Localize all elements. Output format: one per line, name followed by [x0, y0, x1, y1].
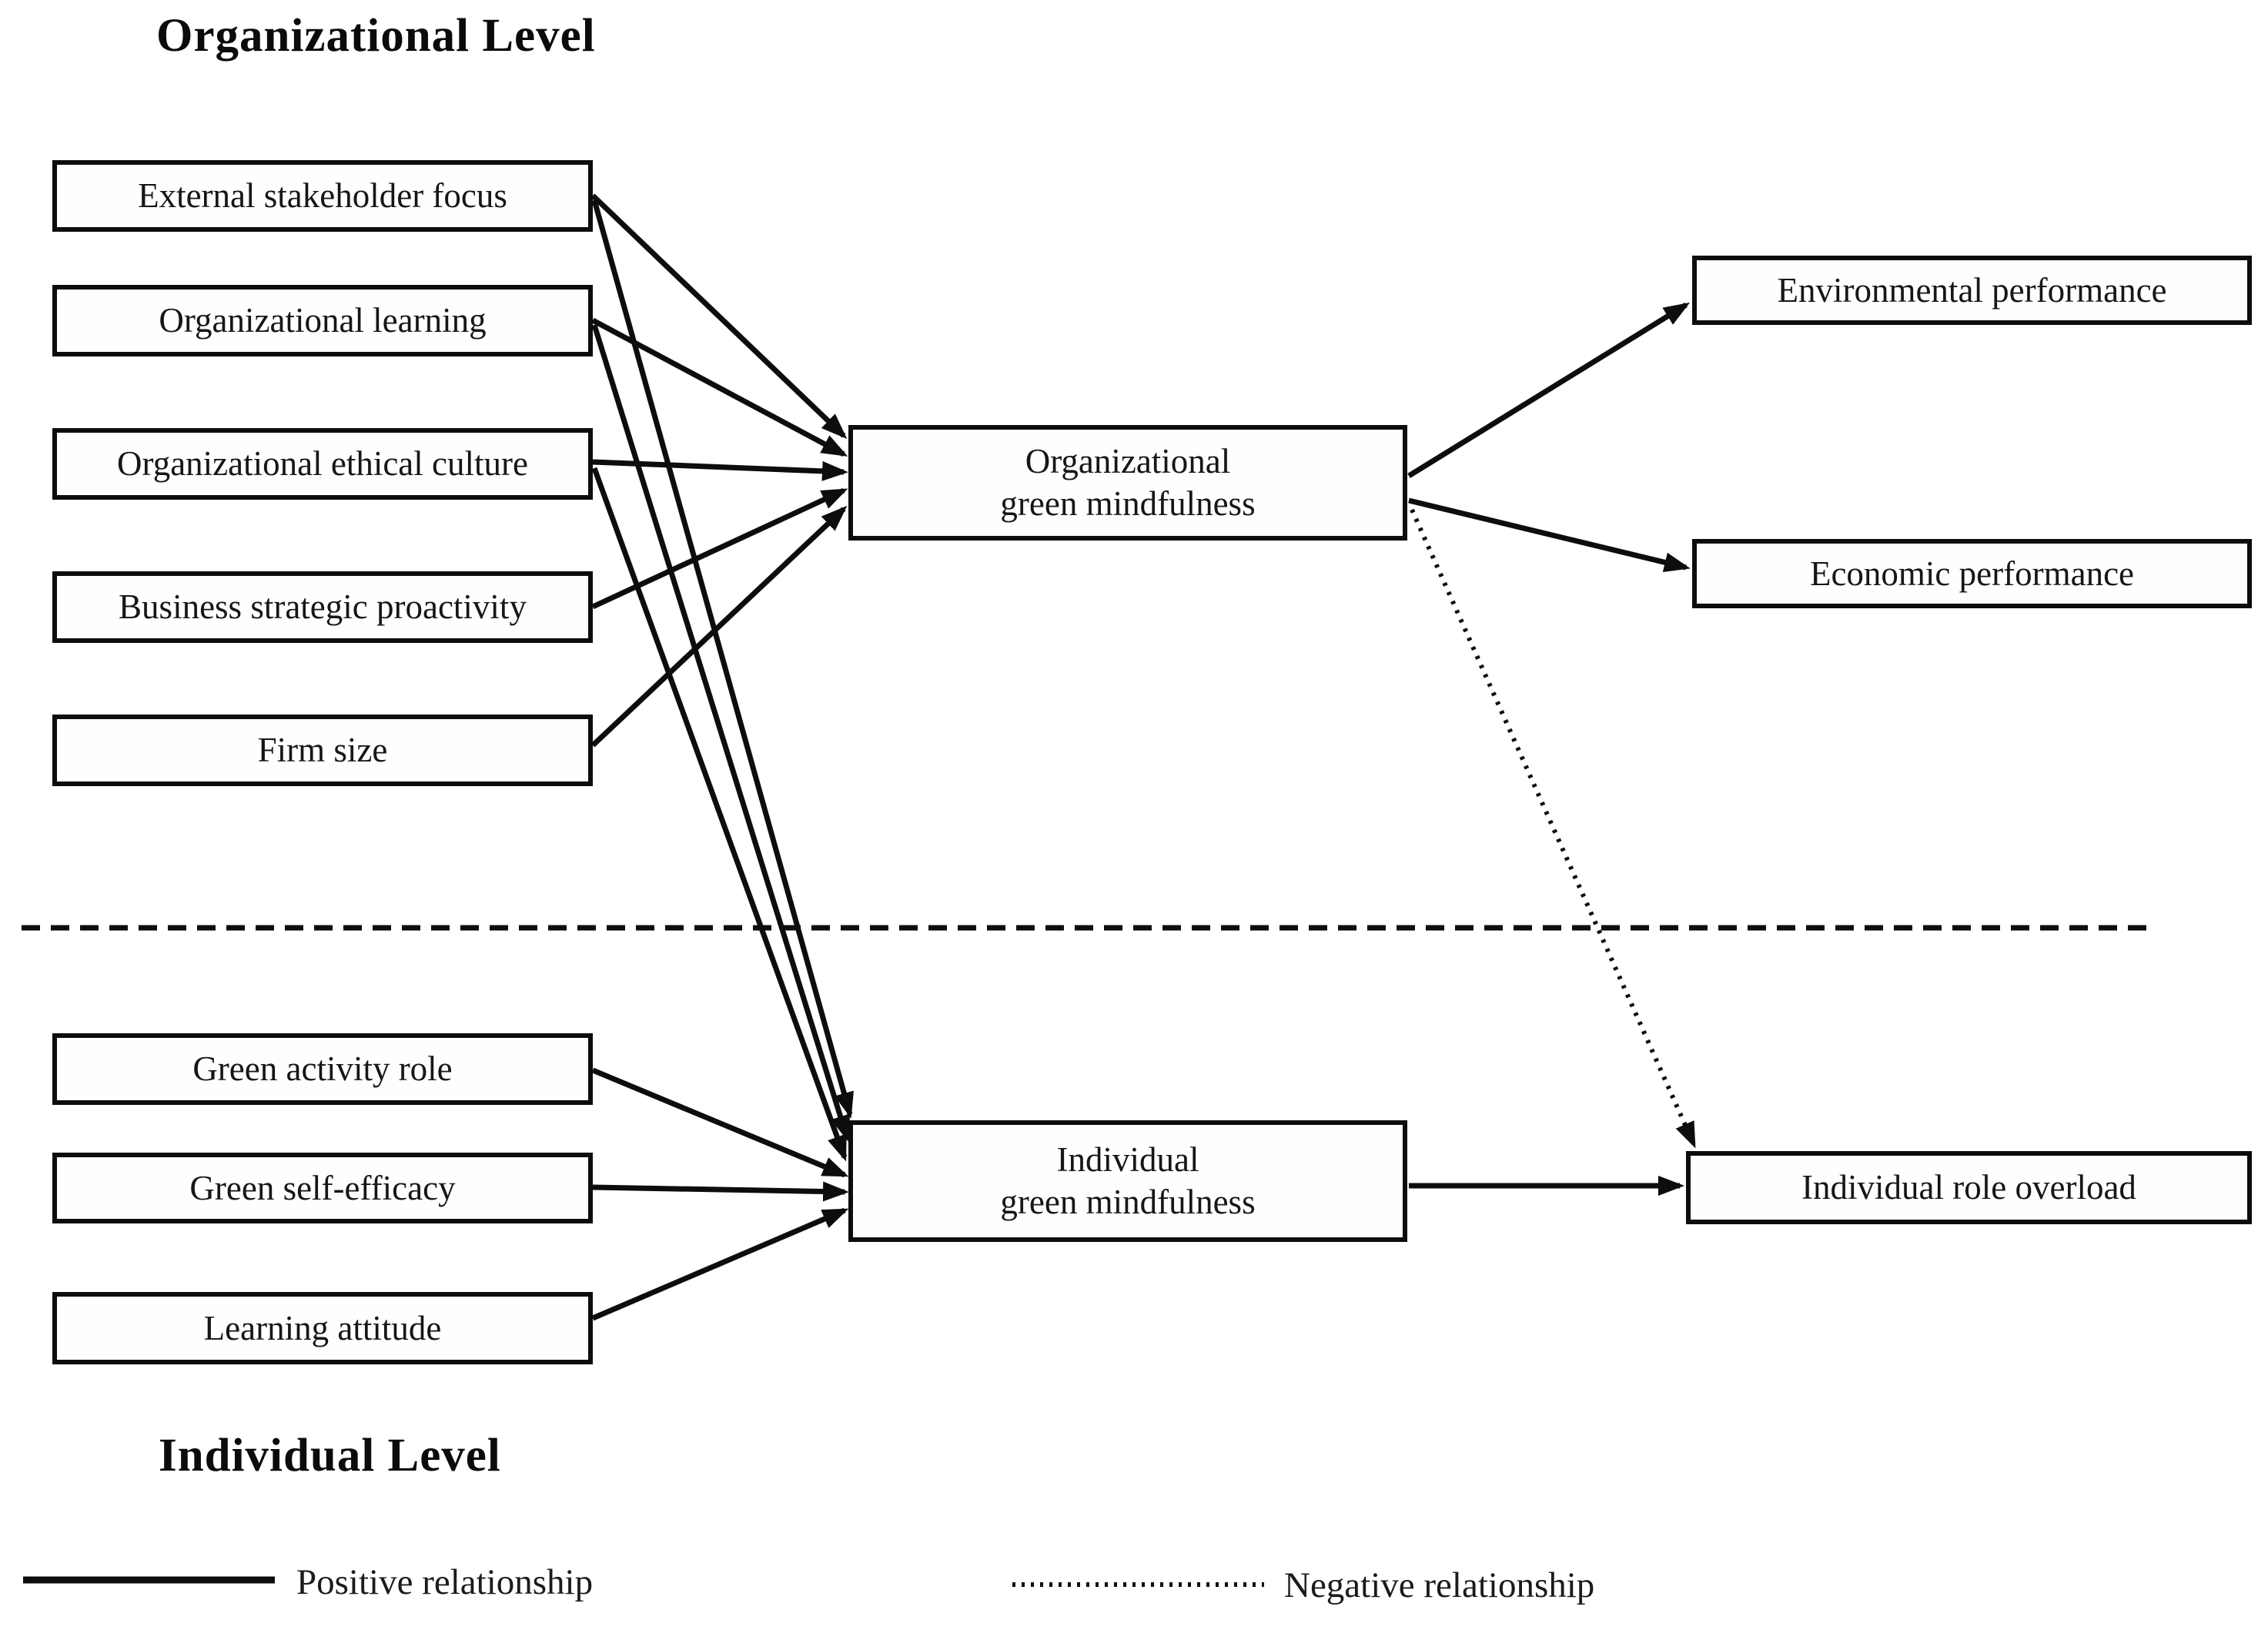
- individual-level-title: Individual Level: [159, 1430, 501, 1481]
- edge-positive-ogm-to-eco: [1408, 497, 1691, 573]
- node-environmental-performance: Environmental performance: [1692, 256, 2252, 325]
- edge-positive-esf-to-ogm: [590, 193, 848, 440]
- legend-positive-label: Positive relationship: [296, 1562, 594, 1602]
- node-learning-attitude: Learning attitude: [52, 1292, 593, 1364]
- edge-positive-gar-to-igm: [591, 1067, 849, 1178]
- node-organizational-green-mindfulness: Organizational green mindfulness: [848, 425, 1407, 541]
- node-green-self-efficacy: Green self-efficacy: [52, 1153, 593, 1223]
- edge-positive-gse-to-igm: [592, 1181, 849, 1202]
- node-organizational-ethical-culture: Organizational ethical culture: [52, 428, 593, 500]
- edge-negative-ogm-to-iro: [1410, 508, 1696, 1149]
- node-external-stakeholder-focus: External stakeholder focus: [52, 160, 593, 232]
- edge-positive-esf-to-igm: [591, 199, 854, 1119]
- node-green-activity-role: Green activity role: [52, 1033, 593, 1105]
- edge-positive-ogm-to-env: [1407, 302, 1691, 478]
- edge-positive-la-to-igm: [591, 1207, 849, 1321]
- node-business-strategic-proactivity: Business strategic proactivity: [52, 571, 593, 643]
- node-firm-size: Firm size: [52, 715, 593, 786]
- edge-positive-fs-to-ogm: [590, 505, 848, 748]
- node-organizational-learning: Organizational learning: [52, 285, 593, 356]
- node-economic-performance: Economic performance: [1692, 539, 2252, 608]
- legend-negative-label: Negative relationship: [1284, 1565, 1595, 1605]
- organizational-level-title: Organizational Level: [156, 10, 596, 62]
- node-individual-green-mindfulness: Individual green mindfulness: [848, 1120, 1407, 1242]
- edge-positive-ol-to-igm: [591, 323, 851, 1142]
- edge-positive-oec-to-igm: [591, 467, 848, 1162]
- edge-positive-oec-to-ogm: [592, 459, 848, 481]
- edge-positive-bsp-to-ogm: [591, 487, 848, 610]
- node-individual-role-overload: Individual role overload: [1686, 1151, 2252, 1224]
